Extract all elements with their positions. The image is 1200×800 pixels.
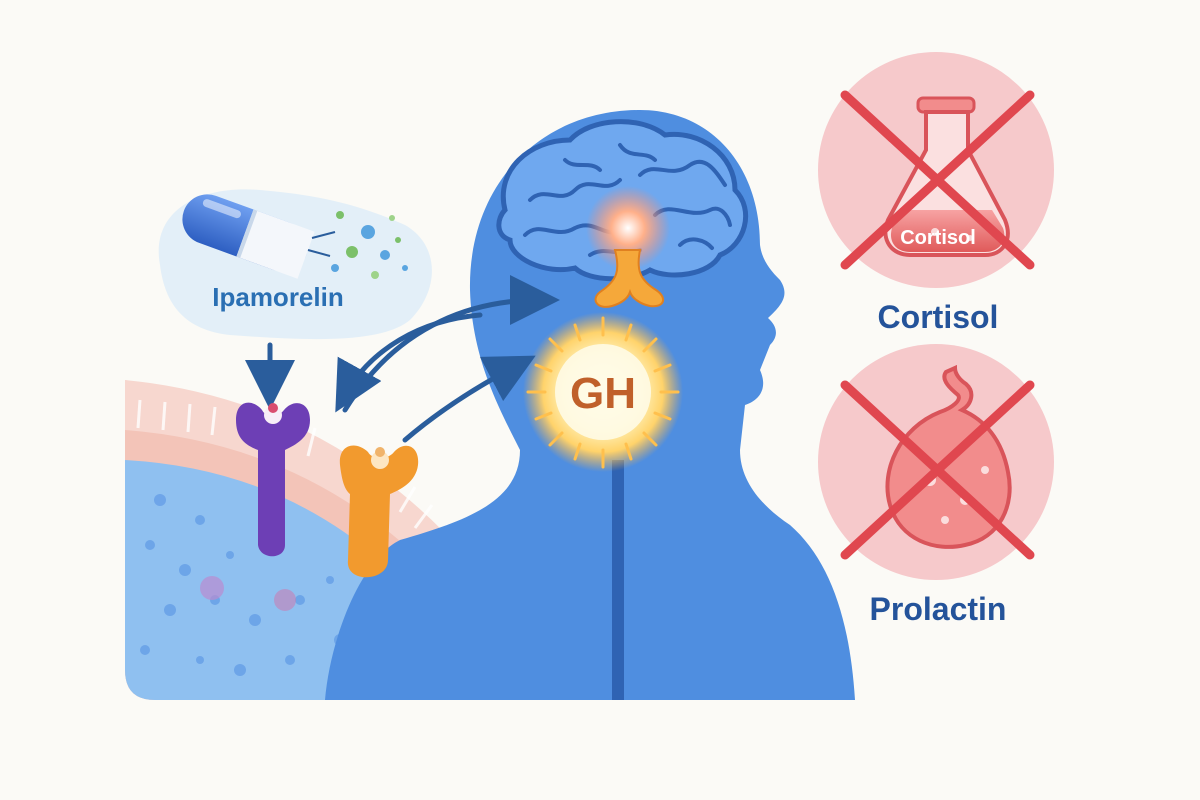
to-gh-arrow	[402, 355, 536, 443]
gh-label: GH	[570, 369, 636, 418]
capsule-icon	[182, 194, 315, 279]
x-cross-icon	[840, 380, 1035, 560]
cortisol-inhibition: Cortisol Cortisol	[818, 52, 1054, 335]
gh-release-burst-icon: GH	[523, 312, 683, 472]
receptor-orange	[339, 445, 419, 578]
cortisol-label: Cortisol	[878, 299, 999, 335]
receptor-purple	[236, 402, 310, 557]
prolactin-label: Prolactin	[870, 591, 1007, 627]
prolactin-inhibition: Prolactin	[818, 344, 1054, 627]
hypothalamus-glow	[586, 186, 670, 270]
spinal-cord	[612, 460, 624, 700]
ipamorelin-callout: Ipamorelin	[158, 189, 432, 340]
particles	[307, 211, 408, 279]
feedback-arrow	[335, 312, 483, 413]
flow-arrows	[245, 275, 560, 443]
ipamorelin-label: Ipamorelin	[212, 282, 343, 312]
x-cross-icon	[840, 90, 1035, 270]
pituitary-gland-icon	[594, 249, 665, 308]
flask-tag-label: Cortisol	[900, 227, 976, 249]
